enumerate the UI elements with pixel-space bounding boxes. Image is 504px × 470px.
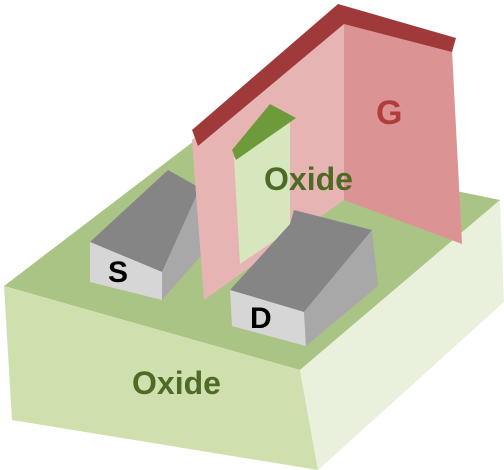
gate-side-face [344,18,462,244]
drain-top-face [230,210,372,312]
source-label: S [108,256,128,289]
fin-top-edge [232,104,296,160]
drain-side-face [304,230,378,346]
fin-oxide [232,104,296,264]
gate-label: G [376,94,402,132]
drain-block [230,210,378,346]
drain-label: D [250,302,272,335]
source-block [90,170,206,300]
gate-top-edge [192,4,456,146]
fin-oxide-label: Oxide [264,161,353,197]
substrate-front-face [4,286,318,470]
source-front-face [90,242,162,300]
substrate-side-face [300,200,504,470]
substrate-oxide-label: Oxide [132,365,221,401]
drain-front-face [230,290,306,346]
source-top-face [90,170,200,272]
source-side-face [162,188,206,300]
